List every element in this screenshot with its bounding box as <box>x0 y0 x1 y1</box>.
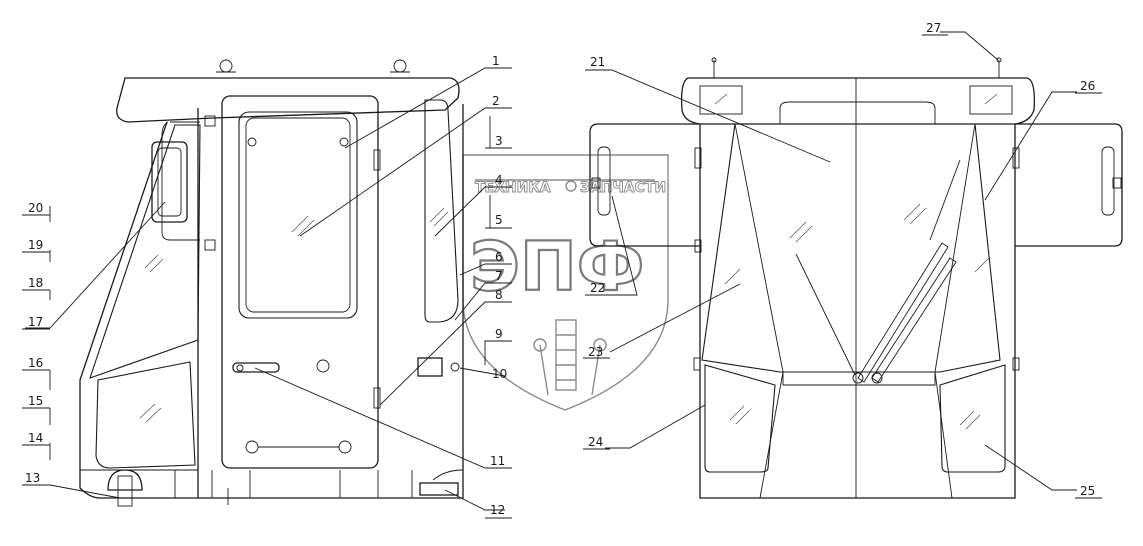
callout-1: 1 <box>492 54 500 68</box>
front-mirror-left <box>589 123 702 253</box>
front-roof <box>680 77 1035 125</box>
roof-lug-rear <box>390 59 410 73</box>
callout-26: 26 <box>1080 79 1095 93</box>
door-lock <box>316 359 330 373</box>
side-body-outline <box>79 104 464 499</box>
side-roof <box>116 77 460 123</box>
callout-15: 15 <box>28 394 43 408</box>
wheat-emblem-icon <box>533 319 607 396</box>
callout-27: 27 <box>926 21 941 35</box>
callout-underlines <box>22 34 1102 519</box>
side-front-glass <box>89 124 201 379</box>
callout-18: 18 <box>28 276 43 290</box>
front-lower-glass-left <box>704 364 776 473</box>
callout-numbers: 1 2 3 4 5 6 7 8 9 10 11 12 13 14 15 16 1… <box>25 21 1095 517</box>
callout-6: 6 <box>495 250 503 264</box>
callout-25: 25 <box>1080 484 1095 498</box>
callout-3: 3 <box>495 134 503 148</box>
rear-step <box>419 482 459 496</box>
callout-12: 12 <box>490 503 505 517</box>
watermark-text-left: ТЕХНИКА <box>475 180 551 196</box>
side-door <box>221 95 381 469</box>
side-view <box>79 59 464 507</box>
callout-19: 19 <box>28 238 43 252</box>
side-lower-glass <box>95 361 196 469</box>
side-rear-glass <box>424 99 459 323</box>
watermark-text-right: ЗАПЧАСТИ <box>580 180 666 196</box>
callout-10: 10 <box>492 367 507 381</box>
latch-block <box>417 357 443 377</box>
callout-11: 11 <box>490 454 505 468</box>
callout-4: 4 <box>495 173 503 187</box>
door-handle <box>232 362 280 373</box>
wiper-assembly <box>795 159 961 384</box>
callout-2: 2 <box>492 94 500 108</box>
callout-20: 20 <box>28 201 43 215</box>
front-view <box>589 57 1123 499</box>
callout-7: 7 <box>495 269 503 283</box>
callout-22: 22 <box>590 281 605 295</box>
callout-9: 9 <box>495 327 503 341</box>
callout-24: 24 <box>588 435 603 449</box>
roof-lug-front <box>216 59 236 73</box>
front-bracket <box>107 469 143 507</box>
front-lamp-left <box>699 85 743 115</box>
callout-17: 17 <box>28 315 43 329</box>
front-body-outline <box>699 124 1016 499</box>
callout-14: 14 <box>28 431 43 445</box>
gear-icon <box>565 180 577 192</box>
front-mirror-right <box>693 123 1123 371</box>
callout-8: 8 <box>495 288 503 302</box>
front-lower-glass-right <box>939 364 1006 473</box>
callout-13: 13 <box>25 471 40 485</box>
callout-21: 21 <box>590 55 605 69</box>
callout-23: 23 <box>588 345 603 359</box>
callout-5: 5 <box>495 213 503 227</box>
callout-16: 16 <box>28 356 43 370</box>
front-lamp-right <box>969 85 1013 115</box>
side-mirror <box>151 115 216 251</box>
